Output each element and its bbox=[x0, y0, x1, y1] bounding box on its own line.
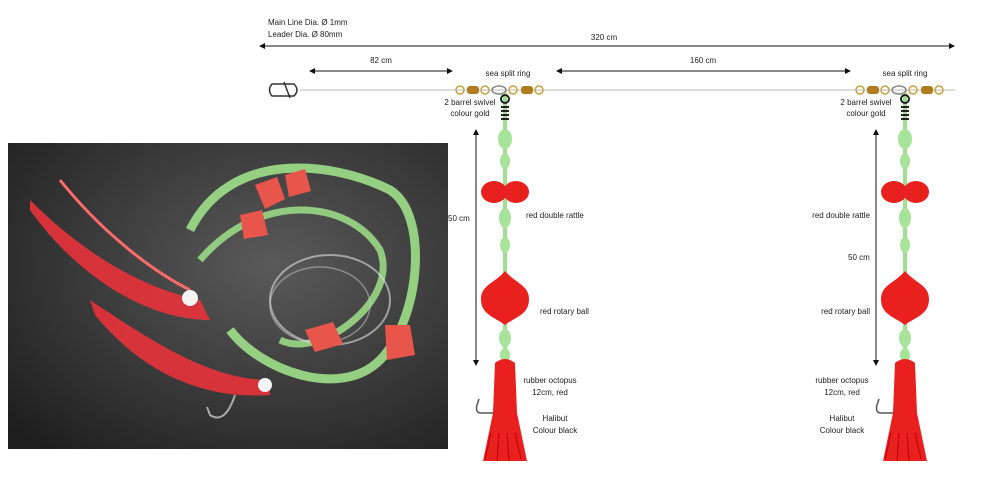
product-photo bbox=[8, 143, 448, 449]
hook-label-2a: Halibut bbox=[830, 414, 856, 423]
hook-label-1a: Halibut bbox=[543, 414, 569, 423]
octopus-label-2b: 12cm, red bbox=[824, 388, 860, 397]
leader-spec: Leader Dia. Ø 80mm bbox=[268, 30, 343, 39]
rattle-label-1: red double rattle bbox=[526, 211, 584, 220]
octopus-label-1a: rubber octopus bbox=[523, 376, 576, 385]
octopus-label-2a: rubber octopus bbox=[815, 376, 868, 385]
hook-label-1b: Colour black bbox=[533, 426, 578, 435]
main-line-spec: Main Line Dia. Ø 1mm bbox=[268, 18, 348, 27]
spacing-label: 160 cm bbox=[690, 56, 717, 65]
swivel-label-2a: 2 barrel swivel bbox=[840, 98, 891, 107]
octopus-label-1b: 12cm, red bbox=[532, 388, 568, 397]
rotary-label-2: red rotary ball bbox=[821, 307, 870, 316]
rotary-label-1: red rotary ball bbox=[540, 307, 589, 316]
dropper-1 bbox=[474, 91, 531, 463]
split-ring-label-1: sea split ring bbox=[486, 69, 531, 78]
snap-icon bbox=[268, 81, 298, 99]
hook-label-2b: Colour black bbox=[820, 426, 865, 435]
dropper-2-length: 50 cm bbox=[848, 253, 870, 262]
swivel-label-2b: colour gold bbox=[846, 109, 885, 118]
first-length-label: 82 cm bbox=[370, 56, 392, 65]
total-length-label: 320 cm bbox=[591, 33, 618, 42]
dropper-2 bbox=[874, 91, 931, 463]
swivel-label-1a: 2 barrel swivel bbox=[444, 98, 495, 107]
swivel-label-1b: colour gold bbox=[450, 109, 489, 118]
dropper-1-length: 50 cm bbox=[448, 214, 470, 223]
split-ring-label-2: sea split ring bbox=[883, 69, 928, 78]
rattle-label-2: red double rattle bbox=[812, 211, 870, 220]
